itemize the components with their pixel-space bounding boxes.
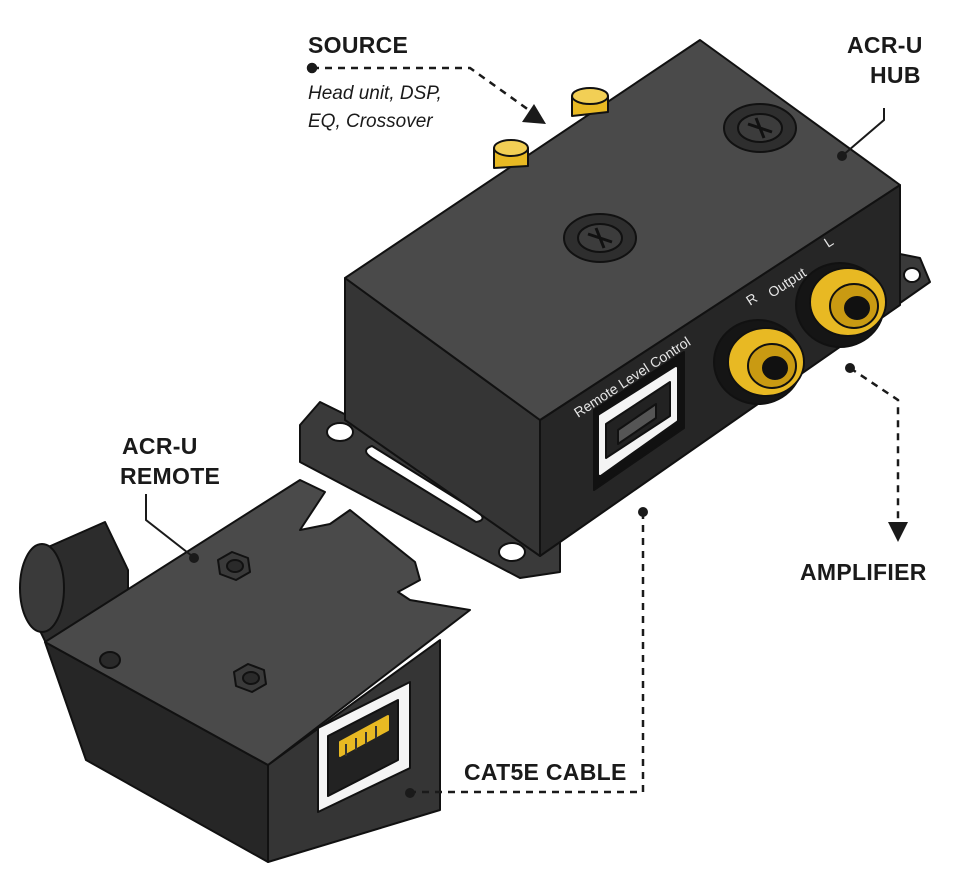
remote-callout-dot (189, 553, 199, 563)
cable-callout-line (412, 512, 645, 794)
source-description-line-1: Head unit, DSP, (308, 83, 442, 104)
source-arrowhead (522, 104, 546, 124)
remote-top-plate (44, 479, 471, 766)
cable-callout-dot-remote (405, 788, 415, 798)
source-callout-dot (306, 62, 318, 74)
source-label: SOURCE (308, 32, 409, 58)
nut-icon (233, 663, 267, 693)
remote-label-line-1: ACR-U (122, 433, 198, 459)
hub-label-line-2: HUB (870, 62, 921, 88)
screw-icon (563, 213, 637, 263)
source-description-line-2: EQ, Crossover (308, 111, 433, 132)
nut-icon (217, 551, 251, 581)
remote-hole (99, 651, 121, 669)
hub-ethernet-port-icon (593, 351, 685, 491)
remote-ethernet-port-icon (317, 681, 411, 813)
amplifier-label: AMPLIFIER (800, 559, 927, 585)
cable-callout-dot-hub (638, 507, 648, 517)
hub-callout-dot (837, 151, 847, 161)
rca-output-l-icon (795, 262, 887, 348)
source-callout-line (312, 66, 541, 120)
hub-flange-hole (903, 267, 921, 283)
amplifier-arrowhead (888, 522, 908, 542)
acr-u-hub: Remote Level Control Output R L (299, 39, 931, 579)
cat5e-cable-label: CAT5E CABLE (464, 759, 627, 785)
remote-label-line-2: REMOTE (120, 463, 221, 489)
remote-callout-line (145, 494, 193, 557)
amplifier-callout-line (849, 366, 900, 524)
hub-flange-hole (498, 542, 526, 562)
hub-label-line-1: ACR-U (847, 32, 923, 58)
amplifier-callout-dot (845, 363, 855, 373)
acr-u-remote (19, 479, 471, 863)
hub-flange-hole (326, 422, 354, 442)
rca-input-icon (493, 139, 529, 169)
hub-callout-line (841, 108, 885, 157)
screw-icon (723, 103, 797, 153)
rca-output-r-icon (713, 319, 805, 405)
rca-input-icon (571, 87, 609, 117)
